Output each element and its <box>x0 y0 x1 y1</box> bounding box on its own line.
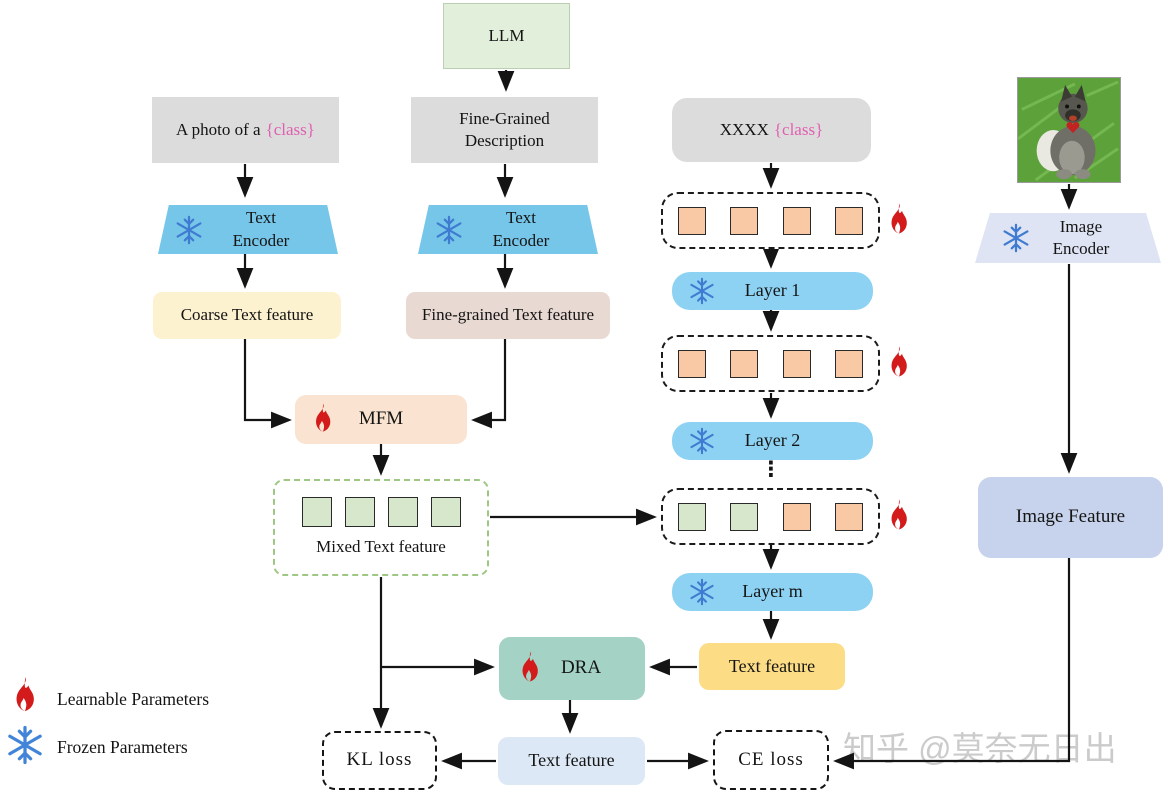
kl-loss-box: KL loss <box>322 731 437 790</box>
token-square-green <box>678 502 706 531</box>
mixed-text-feature-label: Mixed Text feature <box>316 536 446 556</box>
ce-loss-label: CE loss <box>738 748 804 770</box>
layer-m-label: Layer m <box>742 581 803 602</box>
flame-icon <box>515 649 545 689</box>
prompt-token-row-1 <box>661 192 880 249</box>
dra-label: DRA <box>560 657 602 679</box>
layer-1-box: Layer 1 <box>672 272 873 310</box>
fine-grained-text-feature-box: Fine-grained Text feature <box>406 292 610 339</box>
text-feature-mid-box: Text feature <box>699 643 845 690</box>
text-feature-out-box: Text feature <box>498 737 645 785</box>
class-token: {class} <box>265 119 315 139</box>
legend-frozen-label: Frozen Parameters <box>57 737 188 757</box>
text-encoder-label: Text Encoder <box>492 208 550 250</box>
image-feature-box: Image Feature <box>978 477 1163 558</box>
coarse-text-feature-box: Coarse Text feature <box>153 292 341 339</box>
fine-grained-description-box: Fine-Grained Description <box>411 97 598 163</box>
image-encoder-label: Image Encoder <box>1052 216 1110 258</box>
snowflake-icon <box>688 427 716 455</box>
text-encoder-right: Text Encoder <box>418 205 598 254</box>
token-square-green <box>730 502 759 531</box>
coarse-text-feature-label: Coarse Text feature <box>180 305 314 325</box>
llm-label: LLM <box>488 25 525 45</box>
token-square-orange <box>678 206 706 235</box>
token-square-green <box>344 496 375 527</box>
mixed-text-feature-box: Mixed Text feature <box>273 479 489 576</box>
fine-grained-description-text: Fine-Grained Description <box>459 108 550 150</box>
mfm-box: MFM <box>295 395 467 444</box>
flame-icon <box>884 342 914 386</box>
text-encoder-label: Text Encoder <box>232 208 290 250</box>
legend-flame-icon <box>8 674 42 720</box>
arrow-lines <box>236 70 1078 770</box>
flame-icon <box>884 495 914 539</box>
layer-ellipsis: ⋮ <box>760 457 782 482</box>
kl-loss-label: KL loss <box>346 749 413 771</box>
coarse-prompt-box: A photo of a{class} <box>152 97 339 163</box>
layer-2-box: Layer 2 <box>672 422 873 460</box>
mfm-label: MFM <box>358 408 404 430</box>
dog-photo <box>1017 77 1121 183</box>
prompt-token-row-3 <box>661 488 880 545</box>
learnable-prompt-box: XXXX{class} <box>672 98 871 162</box>
class-token: {class} <box>773 119 824 139</box>
token-square-orange <box>782 502 811 531</box>
dra-box: DRA <box>499 637 645 700</box>
legend-learnable-label: Learnable Parameters <box>57 689 210 709</box>
snowflake-icon <box>174 215 204 245</box>
token-square-orange <box>678 349 706 378</box>
flame-icon <box>309 402 337 438</box>
llm-box: LLM <box>443 3 570 69</box>
fine-grained-text-feature-label: Fine-grained Text feature <box>421 305 595 325</box>
mixed-token-row <box>301 496 461 527</box>
flame-icon <box>884 199 914 243</box>
layer-m-box: Layer m <box>672 573 873 611</box>
token-square-orange <box>834 349 863 378</box>
token-square-orange <box>730 206 759 235</box>
snowflake-icon <box>1001 223 1031 253</box>
ce-loss-box: CE loss <box>713 730 829 790</box>
token-square-orange <box>730 349 759 378</box>
snowflake-icon <box>688 578 716 606</box>
image-encoder: Image Encoder <box>975 213 1161 263</box>
token-square-orange <box>782 206 811 235</box>
legend-snowflake-icon <box>4 724 46 766</box>
token-square-orange <box>834 502 863 531</box>
token-square-orange <box>834 206 863 235</box>
text-feature-out-label: Text feature <box>528 750 615 771</box>
layer-2-label: Layer 2 <box>744 430 801 451</box>
coarse-prompt-text: A photo of a{class} <box>176 119 315 139</box>
snowflake-icon <box>688 277 716 305</box>
token-square-green <box>430 496 461 527</box>
prompt-token-row-2 <box>661 335 880 392</box>
dog-figure <box>1036 84 1096 180</box>
layer-1-label: Layer 1 <box>744 280 801 301</box>
text-encoder-left: Text Encoder <box>158 205 338 254</box>
token-square-orange <box>782 349 811 378</box>
learnable-prompt-text: XXXX{class} <box>719 119 824 139</box>
image-feature-label: Image Feature <box>1015 506 1126 528</box>
snowflake-icon <box>434 215 464 245</box>
text-feature-mid-label: Text feature <box>728 655 816 676</box>
token-square-green <box>301 496 332 527</box>
token-square-green <box>387 496 418 527</box>
